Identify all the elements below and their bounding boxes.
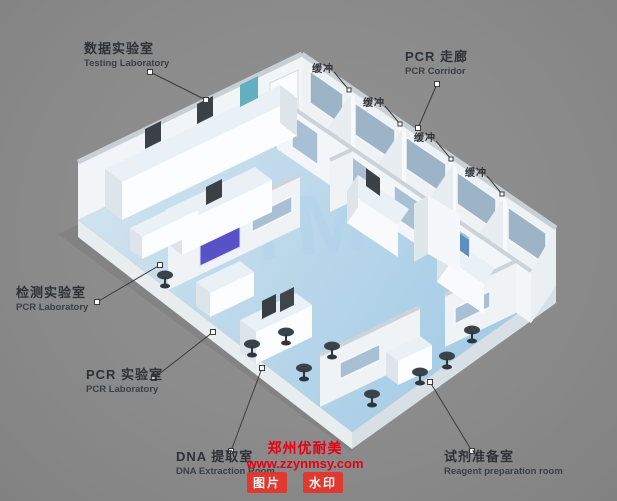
callout-leader-lines (94, 69, 505, 454)
monitor (280, 287, 294, 312)
callout-zh-label: 数据实验室 (84, 41, 155, 56)
watermark-tag-mark: 水印 (303, 472, 344, 493)
stool (157, 270, 173, 289)
watermark-company-name: 郑州优耐美 (267, 440, 343, 456)
callout-en-label: Testing Laboratory (84, 57, 170, 69)
pass-through-window (251, 194, 293, 234)
monitor (206, 179, 222, 205)
callout-detection-laboratory: 检测实验室 PCR Laboratory (16, 285, 108, 314)
callout-en-label: PCR Laboratory (86, 383, 159, 395)
callout-en-label: PCR Laboratory (16, 301, 89, 313)
callout-zh-label: PCR 走廊 (405, 49, 469, 64)
callout-dna-extraction-room: DNA 提取室 DNA Extraction Room (176, 449, 316, 478)
callout-en-label: Reagent preparation room (444, 465, 563, 477)
stool (244, 339, 260, 358)
stool (464, 325, 480, 344)
buffer-room-label-3: 缓冲 (414, 133, 436, 144)
stool (364, 389, 380, 408)
low-bench (130, 201, 198, 259)
callout-zh-label: 检测实验室 (16, 285, 87, 300)
analyzer-machine (240, 76, 258, 107)
stool (324, 341, 340, 360)
analyzer-machine (366, 168, 380, 196)
monitor (145, 121, 161, 149)
wall-bench (105, 85, 297, 220)
callout-testing-laboratory: 数据实验室 Testing Laboratory (84, 41, 196, 70)
stool (278, 327, 294, 346)
callout-zh-label: PCR 实验室 (86, 367, 164, 382)
buffer-room-label-2: 缓冲 (363, 98, 385, 109)
leader-markers (94, 69, 505, 454)
buffer-room-label-4: 缓冲 (465, 168, 487, 179)
callout-pcr-laboratory: PCR 实验室 PCR Laboratory (86, 367, 178, 396)
monitor (262, 294, 276, 319)
callout-zh-label: 试剂准备室 (444, 449, 515, 464)
stool (296, 363, 312, 382)
callout-en-label: PCR Corridor (405, 65, 466, 77)
lab-stools (157, 270, 480, 408)
callout-en-label: DNA Extraction Room (176, 465, 275, 477)
pass-through-window (339, 342, 381, 381)
watermark-website-url: www.zzynmsy.com (246, 456, 364, 471)
callout-zh-label: DNA 提取室 (176, 449, 254, 464)
tall-cabinet (414, 196, 460, 272)
stool (412, 367, 428, 386)
lab-benches (105, 76, 495, 385)
corridor-side-bench (347, 175, 409, 257)
stool (439, 351, 455, 370)
floor-slab-right-face (352, 286, 556, 449)
callout-reagent-preparation-room: 试剂准备室 Reagent preparation room (444, 449, 594, 478)
watermark-tag-image: 图片 (247, 472, 288, 493)
extraction-bench (196, 261, 254, 317)
corridor-end-wall (531, 228, 556, 323)
buffer-room-label-1: 缓冲 (312, 64, 334, 75)
small-table (386, 336, 432, 385)
callout-pcr-corridor: PCR 走廊 PCR Corridor (405, 49, 497, 78)
